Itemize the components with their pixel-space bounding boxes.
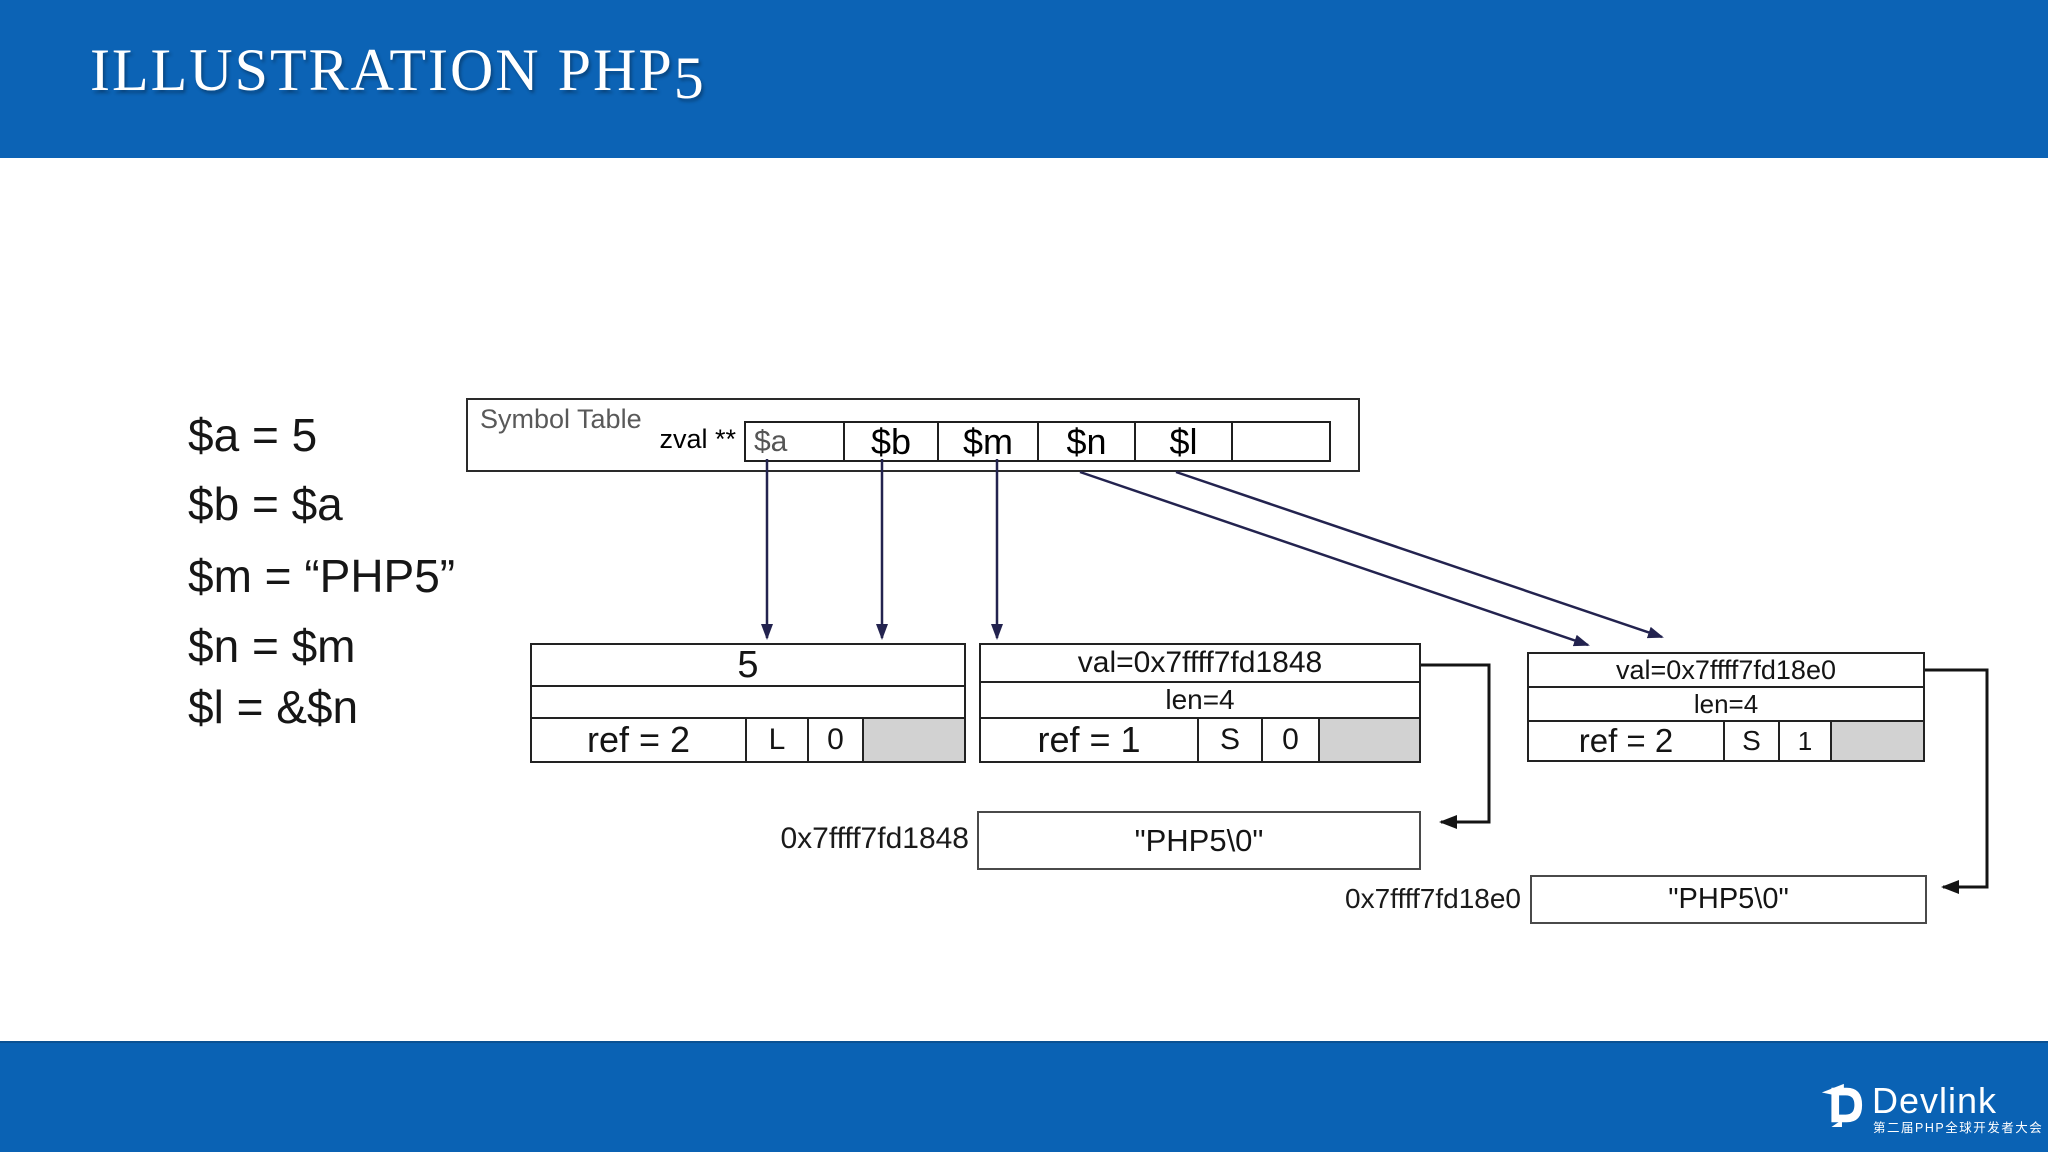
zval1-refcount: ref = 2 [532, 719, 747, 761]
zval1-ref-row: ref = 2 L 0 [532, 719, 964, 761]
zval3-unused-cell [1832, 722, 1923, 760]
zval1-isref: 0 [809, 719, 864, 761]
symbol-cell-b: $b [845, 421, 939, 462]
page-title: ILLUSTRATION PHP5 [90, 36, 706, 111]
symbol-cell-l: $l [1136, 421, 1233, 462]
zval2-ref-row: ref = 1 S 0 [981, 719, 1419, 761]
string2-address: 0x7ffff7fd18e0 [1345, 883, 1521, 914]
zval-box-string-m: val=0x7ffff7fd1848 len=4 ref = 1 S 0 [979, 643, 1421, 763]
footer-tagline: 第二届PHP全球开发者大会 [1873, 1121, 2044, 1135]
zval2-value: val=0x7ffff7fd1848 [981, 645, 1419, 684]
symbol-cell-n: $n [1039, 421, 1136, 462]
zval-pointer-label: zval ** [659, 424, 736, 454]
symbol-cell-a: $a [746, 423, 845, 460]
code-line-1: $a = 5 [188, 409, 318, 461]
zval3-ref-row: ref = 2 S 1 [1529, 722, 1923, 760]
code-line-2: $b = $a [188, 478, 343, 530]
zval2-refcount: ref = 1 [981, 719, 1199, 761]
symbol-cell-empty [1233, 423, 1329, 460]
zval3-isref: 1 [1780, 722, 1832, 760]
code-line-5: $l = &$n [188, 681, 359, 733]
string1-buffer: "PHP5\0" [977, 811, 1421, 870]
connector-zval2-to-string1 [1421, 663, 1491, 829]
zval2-isref: 0 [1263, 719, 1320, 761]
symbol-table: Symbol Table zval ** $a $b $m $n $l [466, 398, 1360, 472]
footer-bar: Devlink 第二届PHP全球开发者大会 [0, 1041, 2048, 1152]
zval1-value: 5 [532, 644, 964, 687]
zval-box-string-n: val=0x7ffff7fd18e0 len=4 ref = 2 S 1 [1527, 652, 1925, 762]
zval3-refcount: ref = 2 [1529, 722, 1725, 760]
header-bar: ILLUSTRATION PHP5 [0, 0, 2048, 158]
code-line-3: $m = “PHP5” [188, 550, 456, 602]
zval2-len: len=4 [981, 683, 1419, 719]
zval2-type: S [1199, 719, 1263, 761]
zval3-len: len=4 [1529, 688, 1923, 722]
code-line-4: $n = $m [188, 620, 356, 672]
arrow-l-to-zval3 [1175, 470, 1664, 639]
page-title-digit: 5 [673, 45, 706, 111]
connector-zval3-to-string2 [1925, 668, 1989, 894]
zval1-unused-cell [864, 719, 964, 761]
string1-address: 0x7ffff7fd1848 [780, 822, 969, 855]
footer-brand: Devlink [1872, 1080, 1998, 1121]
page-title-text: ILLUSTRATION PHP [90, 37, 674, 103]
zval3-value: val=0x7ffff7fd18e0 [1529, 654, 1923, 688]
string2-buffer: "PHP5\0" [1530, 875, 1927, 924]
zval1-len [532, 687, 964, 719]
symbol-table-cells: $a $b $m $n $l [744, 421, 1331, 462]
symbol-cell-m: $m [939, 421, 1039, 462]
symbol-table-label: Symbol Table [480, 404, 642, 434]
zval2-unused-cell [1320, 719, 1419, 761]
zval-box-long: 5 ref = 2 L 0 [530, 643, 966, 763]
devlink-logo-icon [1821, 1083, 1863, 1128]
zval1-type: L [747, 719, 809, 761]
arrow-n-to-zval3 [1079, 470, 1590, 647]
zval3-type: S [1725, 722, 1780, 760]
